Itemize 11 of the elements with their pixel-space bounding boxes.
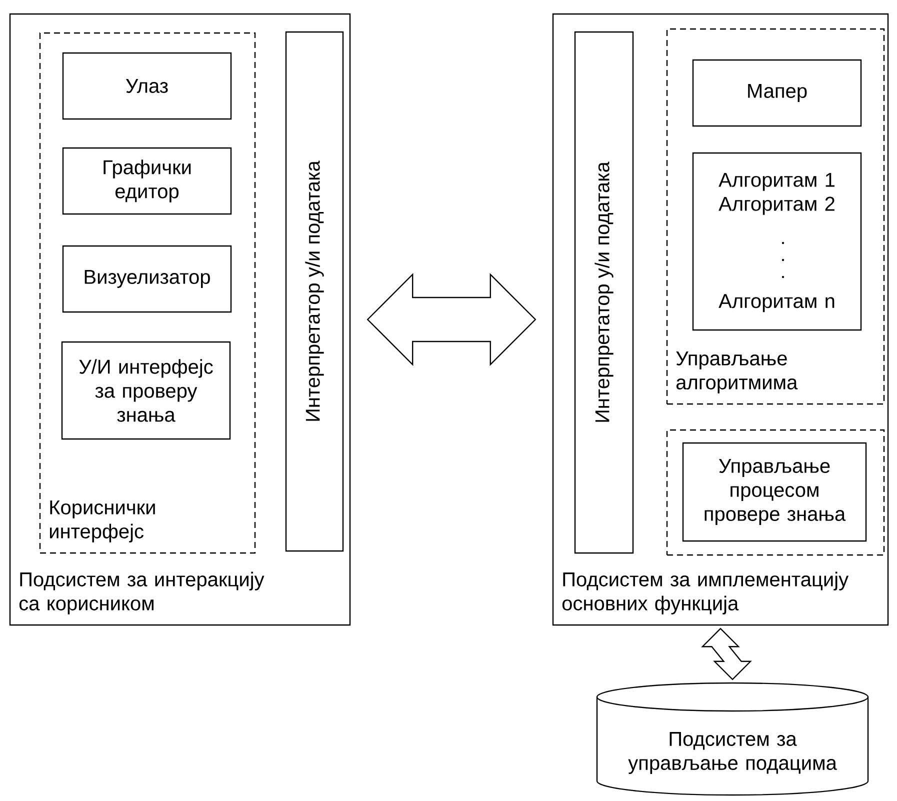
node-label: Подсистем за управљање подацима	[628, 732, 837, 774]
component-box: Визуелизатор	[62, 245, 232, 313]
component-box: Графички едитор	[62, 147, 232, 215]
interpreter-bar: Интерпретатор у/и података	[285, 31, 344, 552]
group-frame	[666, 429, 885, 556]
component-box: Мапер	[692, 59, 862, 127]
database-cylinder: Подсистем за управљање подацима	[596, 682, 869, 796]
interpreter-bar: Интерпретатор у/и података	[574, 31, 634, 554]
component-box: Управљање процесом провере знања	[682, 442, 867, 542]
component-box: Улаз	[62, 52, 232, 120]
component-box: У/И интерфејс за проверу знања	[61, 341, 231, 440]
